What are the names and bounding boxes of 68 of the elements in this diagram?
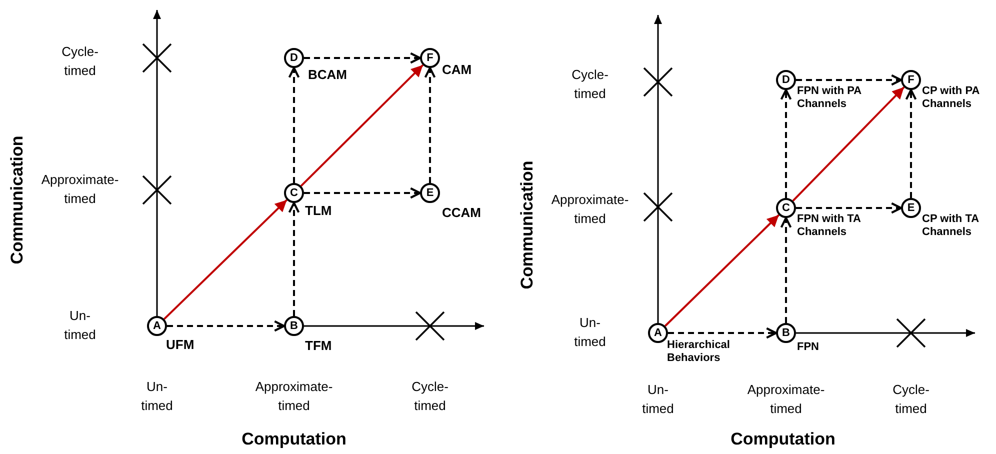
node-circle bbox=[284, 183, 304, 203]
node-letter: F bbox=[908, 74, 914, 86]
arrow bbox=[792, 86, 905, 202]
node-circle bbox=[284, 316, 304, 336]
model-label: TFM bbox=[305, 338, 333, 354]
axis-tick-label: Un-timed bbox=[573, 314, 607, 351]
node-circle bbox=[776, 70, 796, 90]
arrow bbox=[163, 199, 288, 320]
node-letter: A bbox=[153, 320, 161, 332]
model-label: CP with TA Channels bbox=[922, 213, 980, 240]
arrow bbox=[288, 66, 300, 183]
model-label: FPN with PA Channels bbox=[797, 85, 862, 112]
arrow bbox=[304, 52, 422, 64]
axis-tick-label: Cycle-timed bbox=[410, 378, 450, 415]
arrow bbox=[288, 202, 300, 316]
node-letter: C bbox=[290, 188, 298, 198]
axis-tick-label: Un-timed bbox=[641, 381, 675, 418]
axis-tick-label: Un-timed bbox=[140, 378, 174, 415]
axis-tick-label: Cycle-timed bbox=[570, 66, 610, 103]
arrow bbox=[424, 66, 436, 183]
node-circle bbox=[776, 323, 796, 343]
axis-tick-label: Approximate-timed bbox=[254, 378, 334, 415]
arrow bbox=[780, 216, 792, 323]
node-circle bbox=[901, 198, 921, 218]
arrow bbox=[664, 214, 780, 327]
node-circle bbox=[420, 48, 440, 68]
arrow bbox=[668, 327, 778, 339]
axis-tick-label: Cycle-timed bbox=[60, 43, 100, 80]
node-circle bbox=[420, 183, 440, 203]
arrow bbox=[167, 320, 286, 332]
arrow bbox=[780, 88, 792, 198]
arrow bbox=[304, 187, 422, 199]
model-label: FPN with TA Channels bbox=[797, 213, 862, 240]
arrow bbox=[796, 74, 902, 86]
node-letter: A bbox=[654, 328, 662, 338]
model-label: CCAM bbox=[442, 205, 482, 221]
node-circle bbox=[776, 198, 796, 218]
axis-tick-label: Un-timed bbox=[63, 307, 97, 344]
node-circle bbox=[147, 316, 167, 336]
axis-title: Computation bbox=[242, 428, 346, 451]
node-letter: B bbox=[782, 328, 790, 338]
model-label: Hierarchical Behaviors bbox=[667, 339, 731, 366]
node-letter: D bbox=[290, 52, 298, 64]
axis-tick-label: Approximate-timed bbox=[40, 171, 120, 208]
axis-title: Communication bbox=[6, 136, 28, 264]
node-circle bbox=[284, 48, 304, 68]
axis-tick-label: Cycle-timed bbox=[892, 381, 930, 418]
arrow bbox=[300, 64, 424, 187]
model-label: CAM bbox=[442, 62, 473, 78]
axis-title: Communication bbox=[516, 160, 538, 290]
node-circle bbox=[648, 323, 668, 343]
axis-tick-label: Approximate-timed bbox=[550, 191, 630, 228]
model-label: CP with PA Channels bbox=[922, 85, 980, 112]
arrow bbox=[796, 202, 902, 214]
node-letter: D bbox=[782, 74, 790, 86]
node-letter: B bbox=[290, 320, 298, 332]
axis-tick-label: Approximate-timed bbox=[746, 381, 826, 418]
model-label: BCAM bbox=[308, 67, 348, 83]
node-letter: F bbox=[426, 52, 434, 64]
model-label: TLM bbox=[305, 203, 333, 219]
node-letter: C bbox=[782, 202, 790, 214]
model-label: UFM bbox=[166, 337, 196, 353]
node-letter: E bbox=[907, 202, 915, 214]
arrow bbox=[905, 88, 917, 198]
axis-title: Computation bbox=[730, 428, 836, 451]
model-label: FPN bbox=[797, 341, 820, 354]
node-letter: E bbox=[426, 188, 434, 198]
node-circle bbox=[901, 70, 921, 90]
